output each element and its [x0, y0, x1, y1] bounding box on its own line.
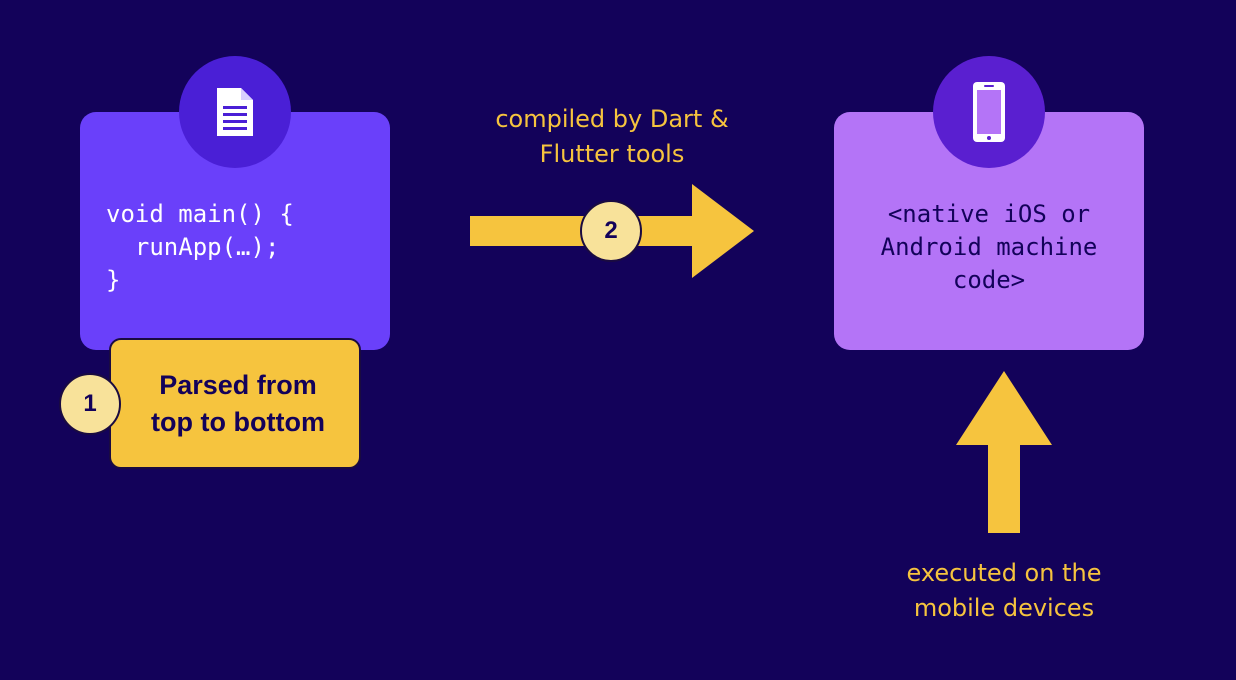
step-1-badge: 1 [59, 373, 121, 435]
compiled-caption: compiled by Dart & Flutter tools [495, 105, 729, 168]
parsed-note-text: Parsed from top to bottom [151, 369, 325, 437]
executed-caption: executed on the mobile devices [906, 559, 1102, 622]
execute-arrow [956, 371, 1052, 533]
document-icon-circle [179, 56, 291, 168]
smartphone-icon [973, 82, 1005, 142]
parsed-note-box: Parsed from top to bottom [109, 338, 361, 469]
native-code-text: <native iOS or Android machine code> [880, 200, 1098, 294]
step-2-badge: 2 [580, 200, 642, 262]
document-icon [217, 88, 253, 136]
source-code-text: void main() { runApp(…); } [106, 200, 294, 294]
smartphone-icon-circle [933, 56, 1045, 168]
